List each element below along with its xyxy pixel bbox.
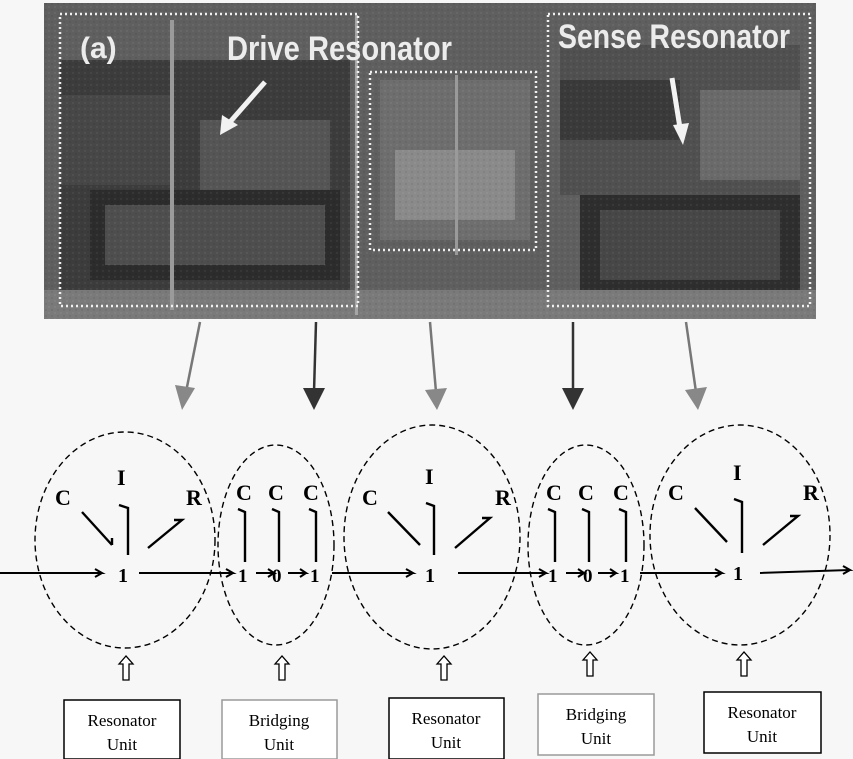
resonator-unit-graph: C I R 1 [668,460,820,585]
bond [139,569,233,577]
unit-box-line1: Bridging [566,705,627,724]
sense-resonator-label: Sense Resonator [558,18,790,56]
hollow-up-arrow [275,656,289,680]
unit-box-line2: Unit [107,735,138,754]
unit-pointers [119,652,751,680]
bridging-unit-box: Bridging Unit [222,700,337,759]
zero-junction: 0 [583,566,593,587]
c-bond [309,509,316,562]
c-bond [619,509,626,562]
resonator-unit-graph: C I R 1 [55,465,203,587]
resonator-unit-box: Resonator Unit [64,700,180,759]
resistor-label: R [803,480,820,505]
inertia-label: I [117,465,126,490]
unit-box-line2: Unit [581,729,612,748]
r-bond [763,516,798,545]
hollow-up-arrow [437,656,451,680]
resonator-unit-ellipse [650,425,830,645]
capacitor-label: C [303,480,319,505]
capacitor-label: C [268,480,284,505]
resistor-label: R [186,485,203,510]
input-bond [0,569,102,577]
capacitor-label: C [546,480,562,505]
unit-box-line2: Unit [264,735,295,754]
one-junction: 1 [733,563,743,585]
r-bond [455,518,490,548]
capacitor-label: C [578,480,594,505]
i-bond [426,503,434,555]
i-bond [119,505,128,555]
unit-label-boxes: Resonator Unit Bridging Unit Resonator U… [64,692,821,759]
drive-resonator-label: Drive Resonator [227,30,452,68]
unit-box-line1: Resonator [728,703,797,722]
unit-box-line1: Resonator [412,709,481,728]
c-bond [695,508,727,542]
one-junction: 1 [238,566,248,587]
bond [598,569,616,577]
resonator-unit-ellipse [344,425,520,649]
c-bond [582,509,589,562]
one-junction: 1 [548,566,558,587]
unit-box-line2: Unit [747,727,778,746]
inertia-label: I [733,460,742,485]
hollow-up-arrow [583,652,597,676]
capacitor-label: C [613,480,629,505]
down-arrow [562,322,584,410]
unit-box-line2: Unit [431,733,462,752]
one-junction: 1 [310,566,320,587]
one-junction: 1 [118,565,128,587]
bond [566,569,584,577]
inertia-label: I [425,464,434,489]
bond [332,569,413,577]
capacitor-label: C [668,480,684,505]
bridging-unit-graph: C C C 1 0 1 [546,480,630,587]
micrograph-photo: (a) Drive Resonator Sense Resonator [44,3,816,319]
r-bond [148,520,182,548]
panel-label: (a) [80,32,117,65]
i-bond [734,499,742,553]
mapping-arrows [175,322,707,410]
bond [458,569,546,577]
down-arrow [425,322,447,410]
c-bond [388,512,420,545]
one-junction: 1 [425,565,435,587]
output-bond [760,566,850,574]
resonator-unit-box: Resonator Unit [704,692,821,753]
zero-junction: 0 [272,566,282,587]
bond [288,569,306,577]
capacitor-label: C [55,485,71,510]
down-arrow [303,322,325,410]
unit-box-line1: Bridging [249,711,310,730]
capacitor-label: C [236,480,252,505]
resonator-unit-box: Resonator Unit [389,698,504,759]
c-bond [238,509,245,562]
down-arrow [685,322,707,410]
capacitor-label: C [362,485,378,510]
bond [640,569,722,577]
bridging-unit-box: Bridging Unit [538,694,654,755]
down-arrow [175,322,200,410]
hollow-up-arrow [119,656,133,680]
c-bond [82,512,112,545]
resistor-label: R [495,485,512,510]
resonator-unit-graph: C I R 1 [362,464,512,587]
bond-graph: C I R 1 C C C 1 0 1 [0,425,850,649]
bridging-unit-graph: C C C 1 0 1 [236,480,320,587]
c-bond [272,509,279,562]
hollow-up-arrow [737,652,751,676]
c-bond [548,509,555,562]
one-junction: 1 [620,566,630,587]
unit-box-line1: Resonator [88,711,157,730]
